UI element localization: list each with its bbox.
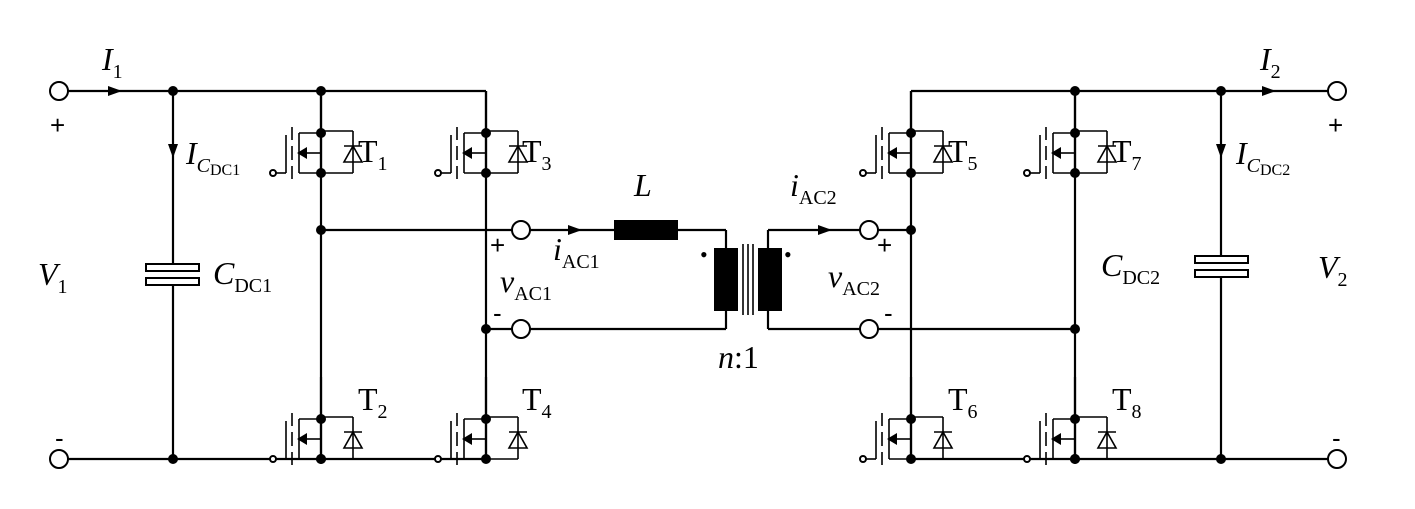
sign-vac2-plus: + bbox=[877, 230, 892, 260]
icdc1-arrow bbox=[168, 144, 178, 158]
junction bbox=[1070, 454, 1080, 464]
switch-t5 bbox=[858, 89, 954, 181]
sign-v1-minus: - bbox=[55, 423, 64, 453]
junction bbox=[316, 86, 326, 96]
ac-link bbox=[530, 220, 879, 339]
cdc1-plate-bottom bbox=[145, 277, 200, 286]
label-t7: T7 bbox=[1112, 133, 1142, 175]
label-iac2: iAC2 bbox=[790, 167, 837, 209]
label-v1: V1 bbox=[38, 256, 68, 298]
labels: I1 + - V1 ICDC1 CDC1 T1 T2 T3 T4 + iAC1 … bbox=[38, 41, 1348, 453]
junction bbox=[1216, 86, 1226, 96]
ac2-minus-terminal bbox=[859, 319, 879, 339]
v1-plus-terminal bbox=[49, 81, 69, 101]
v2-plus-terminal bbox=[1327, 81, 1347, 101]
sign-v1-plus: + bbox=[50, 110, 65, 140]
primary-bridge bbox=[49, 81, 531, 469]
iac2-arrow bbox=[818, 225, 832, 235]
ac1-minus-terminal bbox=[511, 319, 531, 339]
primary-dot: • bbox=[700, 242, 708, 267]
cdc2-plate-top bbox=[1194, 255, 1249, 264]
label-t3: T3 bbox=[522, 133, 552, 175]
label-cdc2: CDC2 bbox=[1101, 247, 1160, 289]
label-v2: V2 bbox=[1318, 249, 1348, 291]
inductor-l bbox=[614, 220, 678, 240]
junction bbox=[168, 86, 178, 96]
label-icdc1: ICDC1 bbox=[185, 135, 240, 179]
label-turns-ratio: n:1 bbox=[718, 339, 759, 375]
switch-t8 bbox=[1022, 375, 1118, 467]
i1-arrow bbox=[108, 86, 122, 96]
label-cdc1: CDC1 bbox=[213, 255, 272, 297]
v1-minus-terminal bbox=[49, 449, 69, 469]
v2-minus-terminal bbox=[1327, 449, 1347, 469]
switch-t7 bbox=[1022, 89, 1118, 181]
label-t1: T1 bbox=[358, 133, 388, 175]
switch-t3 bbox=[433, 89, 529, 181]
secondary-bridge bbox=[858, 81, 1347, 469]
label-t4: T4 bbox=[522, 381, 552, 423]
switch-t6 bbox=[858, 375, 954, 467]
label-i2: I2 bbox=[1259, 41, 1281, 83]
iac1-arrow bbox=[568, 225, 582, 235]
sign-v2-plus: + bbox=[1328, 110, 1343, 140]
switch-t2 bbox=[268, 375, 364, 467]
icdc2-arrow bbox=[1216, 144, 1226, 158]
sign-v2-minus: - bbox=[1332, 423, 1341, 453]
sign-vac2-minus: - bbox=[884, 298, 893, 328]
primary-winding bbox=[714, 248, 738, 311]
label-vac1: vAC1 bbox=[500, 263, 552, 305]
label-t6: T6 bbox=[948, 381, 978, 423]
label-t2: T2 bbox=[358, 381, 388, 423]
label-l: L bbox=[633, 167, 652, 203]
sign-vac1-minus: - bbox=[493, 298, 502, 328]
switch-t4 bbox=[433, 375, 529, 467]
cdc1-plate-top bbox=[145, 263, 200, 272]
label-t8: T8 bbox=[1112, 381, 1142, 423]
junction bbox=[316, 454, 326, 464]
cdc2-plate-bottom bbox=[1194, 269, 1249, 278]
label-iac1: iAC1 bbox=[553, 231, 600, 273]
ac2-plus-terminal bbox=[859, 220, 879, 240]
ac1-plus-terminal bbox=[511, 220, 531, 240]
junction bbox=[1070, 86, 1080, 96]
junction bbox=[168, 454, 178, 464]
secondary-winding bbox=[758, 248, 782, 311]
label-icdc2: ICDC2 bbox=[1235, 135, 1290, 179]
sign-vac1-plus: + bbox=[490, 230, 505, 260]
i2-arrow bbox=[1262, 86, 1276, 96]
junction bbox=[1216, 454, 1226, 464]
label-i1: I1 bbox=[101, 41, 123, 83]
switch-t1 bbox=[268, 89, 364, 181]
label-vac2: vAC2 bbox=[828, 258, 880, 300]
secondary-dot: • bbox=[784, 242, 792, 267]
label-t5: T5 bbox=[948, 133, 978, 175]
